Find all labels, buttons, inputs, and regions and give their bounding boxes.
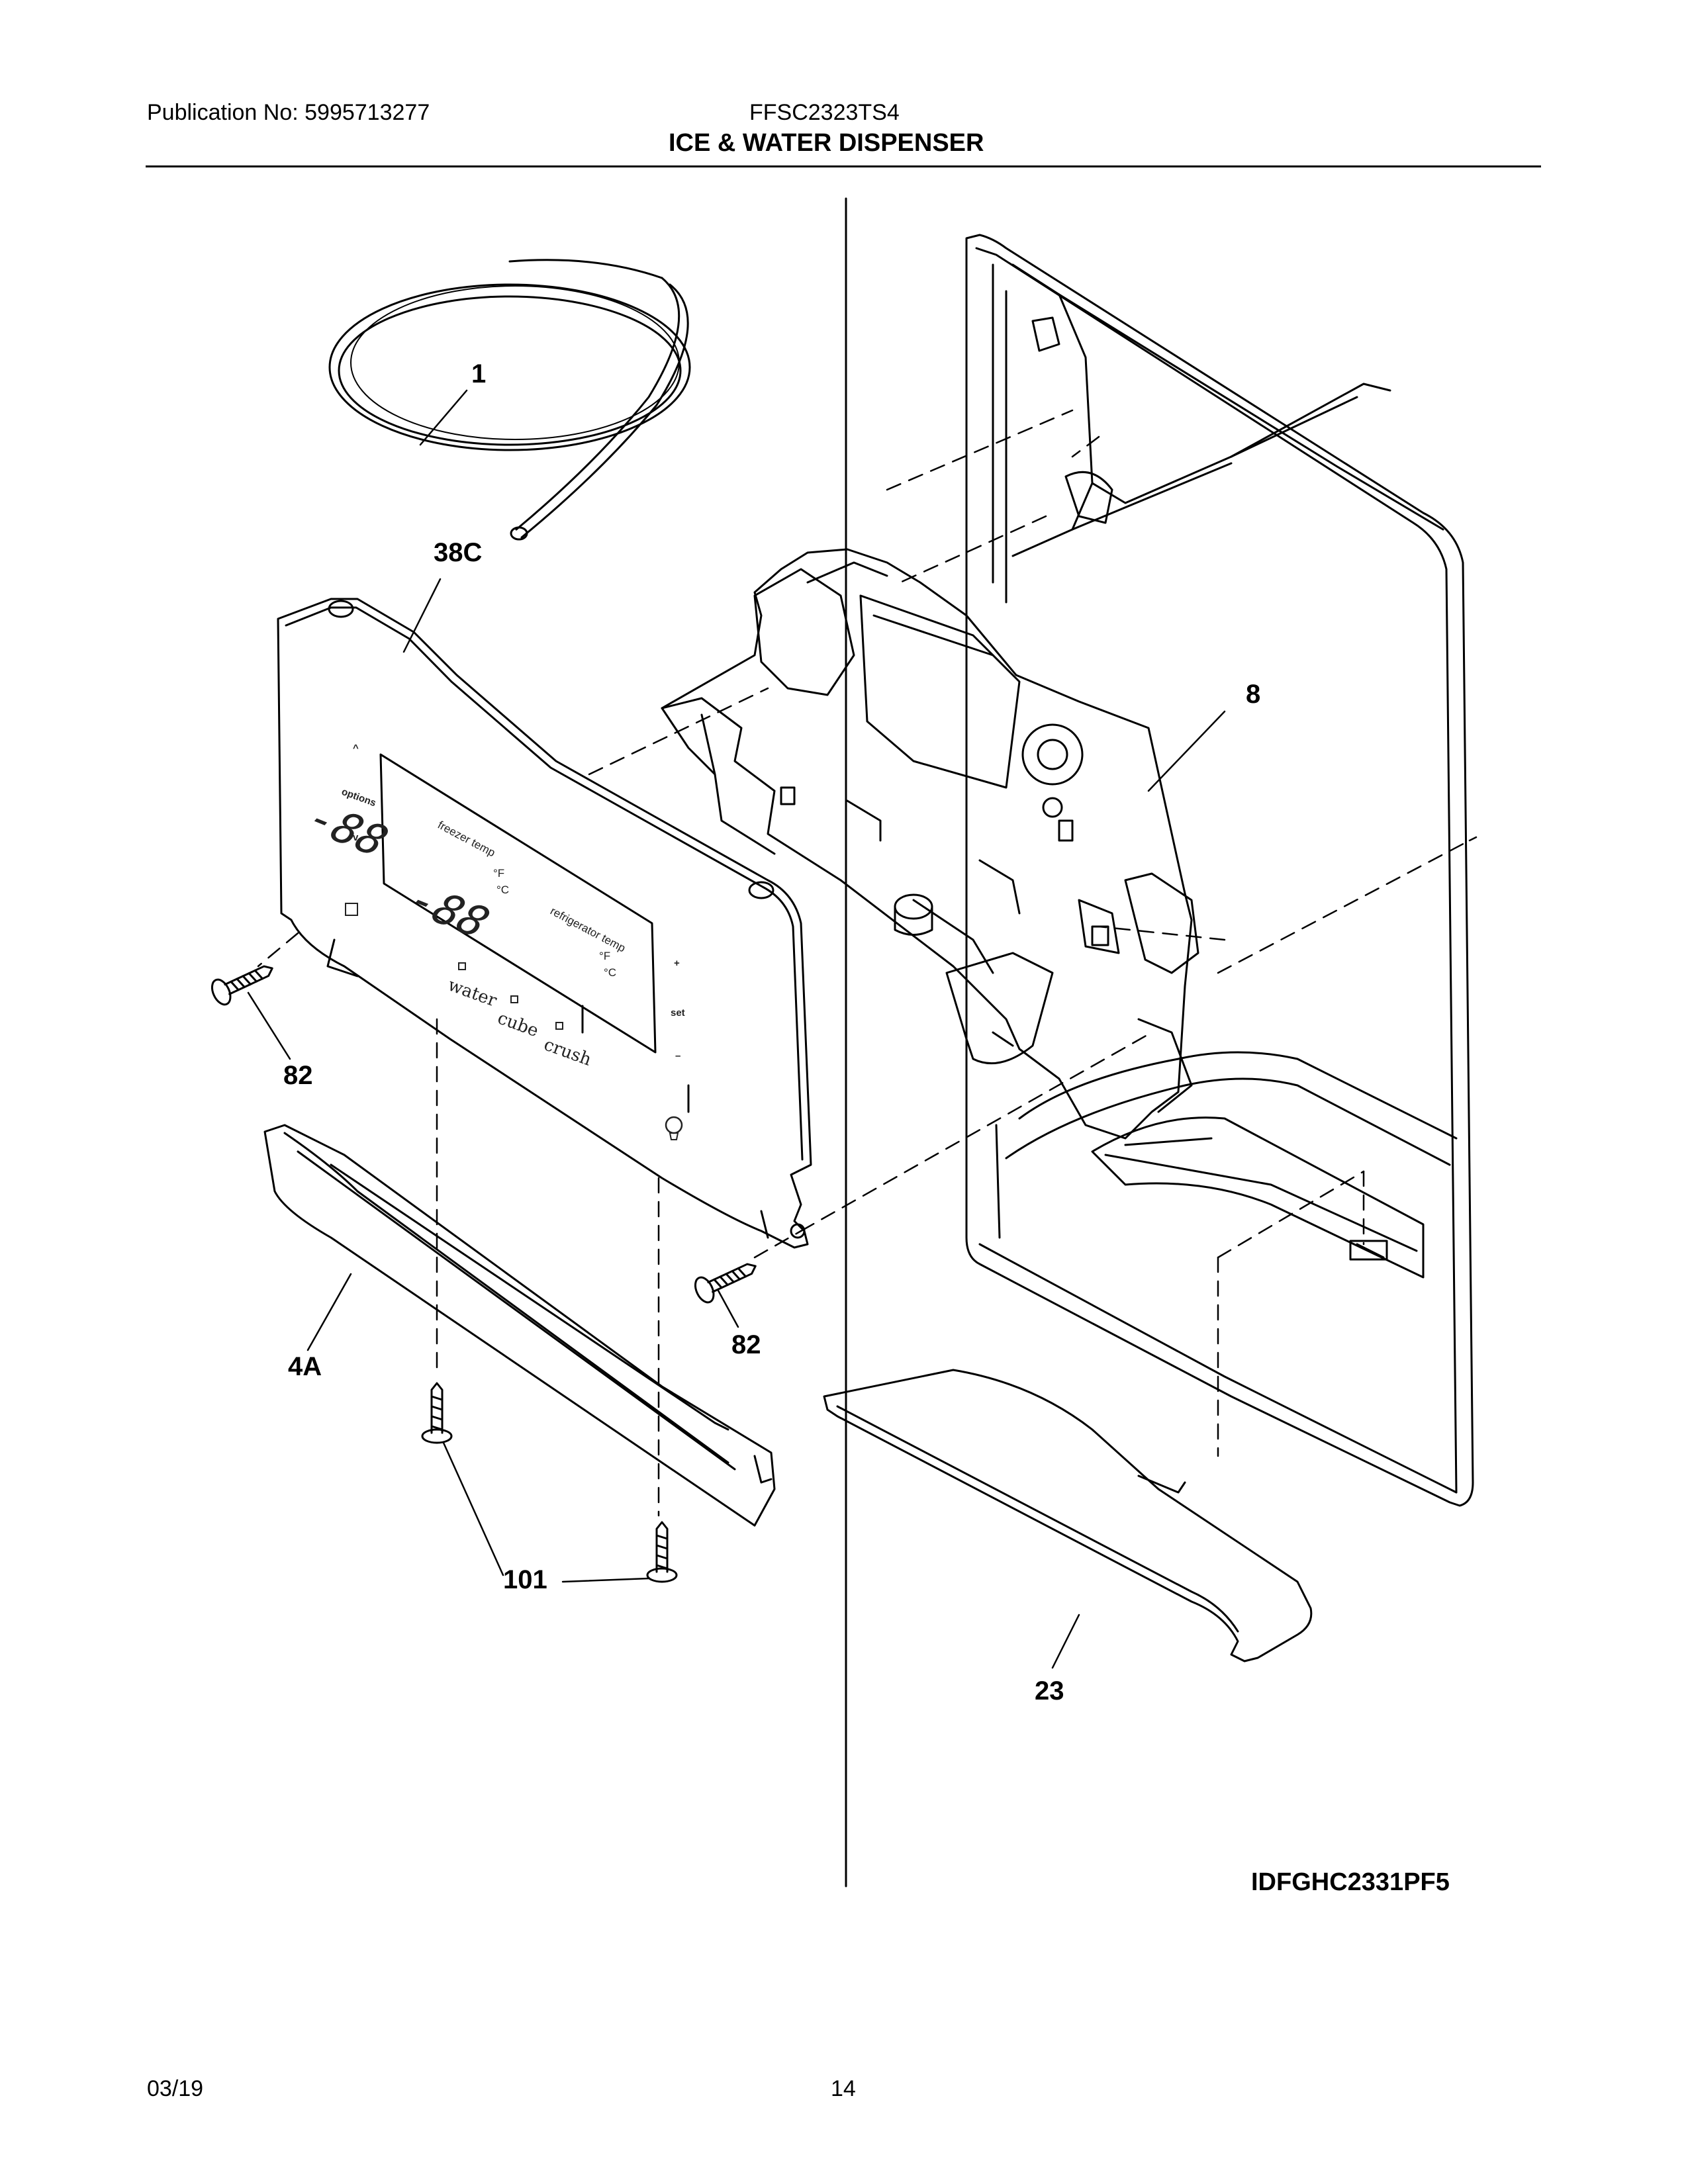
callout-4a: 4A (288, 1352, 322, 1381)
refrigerator-unit-f: °F (599, 950, 610, 962)
callout-38c: 38C (434, 538, 482, 567)
water-tube-coil (328, 259, 691, 541)
screw-101-right (646, 1521, 678, 1583)
diagram-reference-code: IDFGHC2331PF5 (1251, 1868, 1450, 1896)
page-number: 14 (831, 2076, 856, 2101)
callout-23: 23 (1035, 1676, 1064, 1706)
callout-8: 8 (1246, 680, 1260, 709)
freezer-unit-c: °C (496, 884, 509, 896)
freezer-unit-f: °F (493, 867, 504, 880)
drip-tray (823, 1369, 1313, 1662)
callout-82-left: 82 (283, 1061, 313, 1090)
header-rule (146, 165, 1541, 167)
callout-1: 1 (471, 359, 486, 388)
screw-left (211, 965, 273, 1006)
svg-text:+: + (674, 958, 680, 969)
screw-right (694, 1263, 757, 1304)
svg-text:^: ^ (353, 743, 359, 754)
footer-date: 03/19 (147, 2076, 204, 2101)
svg-text:v: v (353, 832, 359, 843)
callout-101: 101 (503, 1565, 547, 1594)
refrigerator-temp-label: refrigerator temp (548, 905, 628, 955)
dispenser-housing (965, 234, 1474, 1507)
light-bulb-icon (665, 1116, 683, 1134)
crush-button-label: crush (541, 1034, 594, 1070)
assembly-lines (257, 409, 1477, 1517)
refrigerator-temp-display: -88 (399, 874, 498, 948)
callout-82-right: 82 (731, 1330, 761, 1359)
control-panel-graphics: ^ options v freezer temp -88 °F °C refri… (298, 743, 685, 1140)
control-panel-housing (277, 598, 812, 1249)
dispenser-actuator-assembly (661, 548, 1199, 1140)
cube-button-label: cube (495, 1008, 541, 1041)
model-number: FFSC2323TS4 (749, 100, 900, 125)
refrigerator-unit-c: °C (604, 966, 616, 979)
set-label: set (671, 1007, 685, 1019)
freezer-temp-label: freezer temp (436, 819, 497, 860)
dispenser-trim-bar (263, 1124, 776, 1527)
section-title: ICE & WATER DISPENSER (669, 129, 984, 157)
publication-number: Publication No: 5995713277 (147, 100, 430, 125)
screw-101-left (421, 1382, 453, 1444)
water-button-label: water (445, 975, 500, 1011)
leader-lines (247, 389, 1226, 1669)
svg-text:–: – (675, 1050, 680, 1062)
